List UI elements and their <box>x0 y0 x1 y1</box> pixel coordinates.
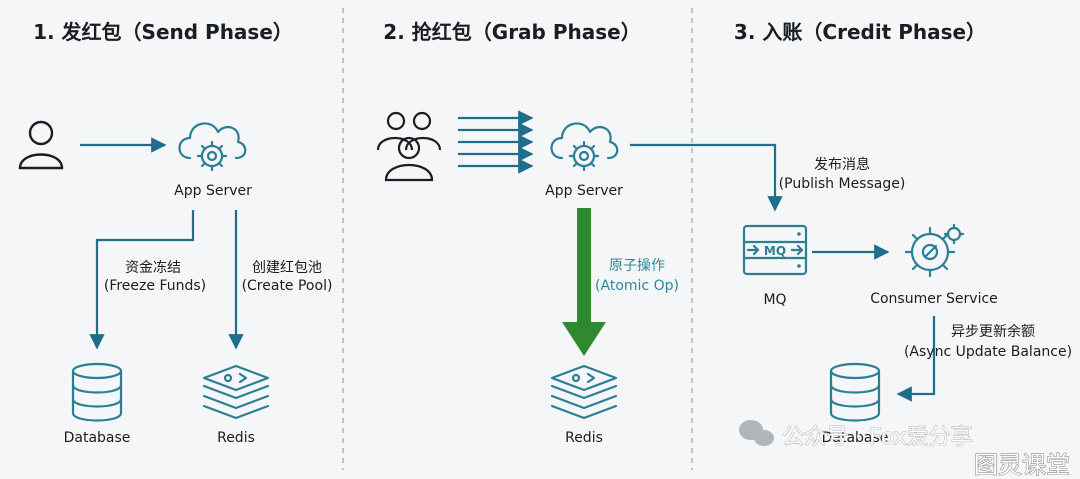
watermark-channel: 公众号 · Fox爱分享 <box>782 425 973 450</box>
redis-icon <box>202 364 270 420</box>
cloud-gear-icon <box>178 122 247 172</box>
consumer-service-gears-icon <box>904 223 965 278</box>
async-en: (Async Update Balance) <box>904 344 1072 360</box>
cloud-gear-icon <box>550 122 619 172</box>
freeze-funds-en: (Freeze Funds) <box>104 278 206 294</box>
arrow-consumer-to-database <box>896 316 936 402</box>
arrow-app-to-database <box>89 210 195 350</box>
async-cn: 异步更新余额 <box>951 323 1035 340</box>
p3-database-label: Database <box>822 430 889 446</box>
p2-app-server-label: App Server <box>545 183 623 199</box>
mq-icon: MQ <box>742 224 808 276</box>
phase-3-title: 3. 入账（Credit Phase） <box>734 20 986 44</box>
phase-1-title: 1. 发红包（Send Phase） <box>33 20 293 44</box>
freeze-funds-cn: 资金冻结 <box>125 259 181 276</box>
p2-redis-label: Redis <box>565 430 603 446</box>
watermark-site: 图灵课堂 <box>974 451 1070 479</box>
user-icon <box>18 120 64 170</box>
phase-2-title: 2. 抢红包（Grab Phase） <box>383 20 640 44</box>
p1-app-server-label: App Server <box>174 183 252 199</box>
p1-database-label: Database <box>64 430 131 446</box>
create-pool-cn: 创建红包池 <box>252 260 322 276</box>
atomic-op-en: (Atomic Op) <box>595 278 679 294</box>
p1-redis-label: Redis <box>217 430 255 446</box>
users-group-icon <box>376 111 442 182</box>
parallel-request-arrows <box>458 110 534 174</box>
redis-icon <box>550 364 618 420</box>
atomic-op-cn: 原子操作 <box>609 258 665 274</box>
create-pool-en: (Create Pool) <box>242 278 333 294</box>
database-icon <box>71 362 123 422</box>
mq-icon-text: MQ <box>764 244 786 258</box>
publish-en: (Publish Message) <box>779 176 906 192</box>
atomic-op-arrow <box>562 208 606 356</box>
publish-cn: 发布消息 <box>814 156 870 173</box>
p3-consumer-label: Consumer Service <box>870 291 998 307</box>
database-icon <box>829 362 881 422</box>
arrow-app-to-mq <box>630 143 783 212</box>
p3-mq-label: MQ <box>763 292 786 308</box>
wechat-icon <box>739 420 774 446</box>
